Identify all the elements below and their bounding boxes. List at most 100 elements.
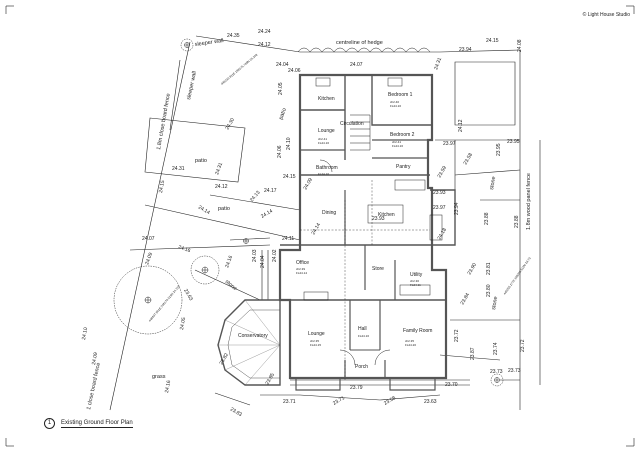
spot-level: 24.11	[282, 236, 294, 242]
stone-mid-label: stone	[491, 296, 499, 310]
tree-coords-2: 448837.901E 248170.519N 24.116	[148, 284, 181, 322]
dashed-circulation-lines	[300, 180, 430, 380]
svg-text:ch2.41: ch2.41	[392, 140, 401, 144]
room-lounge-upper-label: Lounge	[318, 128, 335, 134]
spot-level: 24.12	[458, 119, 464, 132]
close-board-fence-upper-label: 1.8m close board fence	[156, 93, 172, 150]
spot-level: 23.83	[229, 407, 243, 419]
spot-level: 24.35	[227, 33, 240, 39]
fixtures	[303, 77, 443, 366]
spot-level: 23.85	[265, 372, 277, 386]
close-board-fence-lower-label: 1 close board fence	[86, 362, 102, 410]
spot-level: 23.93	[433, 190, 446, 196]
spot-level: 24.24	[258, 29, 271, 35]
spot-level: 23.73	[508, 368, 521, 374]
trees	[113, 38, 504, 387]
sleeper-wall-top-label: sleeper wall	[194, 38, 224, 48]
room-porch-label: Porch	[355, 364, 368, 370]
spot-level: 23.97	[433, 205, 446, 211]
spot-level: 23.63	[424, 399, 437, 405]
tree-coords-3: 446255.177E 198250.512N 23.73	[503, 256, 532, 295]
spot-level: 24.31	[214, 162, 224, 176]
spot-level: 23.94	[454, 202, 460, 215]
drawing-title: Existing Ground Floor Plan	[61, 419, 133, 428]
bay-windows	[261, 250, 436, 391]
room-conservatory-label: Conservatory	[238, 333, 268, 339]
spot-level: 24.03	[252, 249, 258, 262]
sleeper-wall-left-label: sleeper wall	[186, 71, 198, 101]
spot-level: 24.09	[91, 352, 99, 366]
spot-level: 23.88	[484, 212, 490, 225]
copyright-notice: © Light House Studio	[582, 12, 630, 18]
tree-coords-1: 446232.811E 198175.749N 24.108	[220, 53, 258, 86]
spot-level: 24.12	[215, 184, 228, 190]
spot-level: 24.15	[486, 38, 499, 44]
room-office-label: Office	[296, 260, 309, 266]
spot-level: 23.63	[182, 288, 194, 302]
svg-text:FL24.16: FL24.16	[390, 104, 401, 108]
spot-level: 24.16	[224, 255, 234, 269]
spot-level: 23.73	[490, 369, 503, 375]
svg-text:FL24.16: FL24.16	[358, 334, 369, 338]
spot-level: 23.74	[493, 342, 499, 355]
spot-level: 23.59	[437, 165, 449, 179]
spot-level: 23.80	[486, 284, 492, 297]
spot-level: 23.70	[445, 382, 458, 388]
svg-text:ch2.40: ch2.40	[390, 100, 399, 104]
spot-level: 24.31	[172, 166, 185, 172]
spot-level: 24.15	[158, 180, 166, 194]
stone-lower-label: stone	[224, 279, 238, 292]
svg-text:FL24.16: FL24.16	[318, 172, 329, 176]
spot-level: 24.17	[264, 188, 277, 194]
site-labels: sleeper wall sleeper wall centreline of …	[86, 38, 532, 410]
svg-text:FL24.11: FL24.11	[410, 283, 421, 287]
room-utility-label: Utility	[410, 272, 423, 278]
room-family-room-label: Family Room	[403, 328, 432, 334]
svg-text:FL24.16: FL24.16	[318, 141, 329, 145]
spot-level: 24.07	[142, 236, 155, 242]
patio-left-label: patio	[195, 158, 207, 164]
spot-level: 24.02	[272, 249, 278, 262]
wood-panel-fence-label: 1.8m wood panel fence	[526, 173, 532, 230]
spot-level: 23.72	[520, 339, 526, 352]
room-hall-label: Hall	[358, 326, 367, 332]
site-boundary-lines	[109, 35, 541, 411]
spot-level: 24.15	[283, 174, 296, 180]
spot-level: 24.13	[249, 190, 262, 204]
hedge-label: centreline of hedge	[336, 40, 383, 46]
spot-level: 24.06	[277, 145, 283, 158]
room-kitchen-upper-label: Kitchen	[318, 96, 335, 102]
room-pantry-label: Pantry	[396, 164, 411, 170]
spot-level: 24.10	[81, 327, 89, 341]
spot-level: 24.07	[350, 62, 363, 68]
tree-markers	[144, 42, 500, 383]
svg-text:FL24.14: FL24.14	[296, 271, 307, 275]
spot-level: 23.58	[463, 152, 475, 166]
room-store-label: Store	[372, 266, 384, 272]
svg-text:ch2.35: ch2.35	[405, 339, 414, 343]
spot-level: 23.71	[332, 395, 346, 407]
tree-coordinate-labels: 446232.811E 198175.749N 24.108 448837.90…	[148, 53, 532, 323]
spot-level: 23.72	[454, 329, 460, 342]
spot-level: 24.05	[179, 317, 187, 331]
spot-level: 24.14	[260, 208, 274, 220]
spot-level: 24.06	[288, 68, 301, 74]
spot-level: 23.93	[372, 216, 385, 222]
spot-level: 23.71	[283, 399, 296, 405]
spot-level: 23.82	[219, 352, 231, 366]
drawing-number: 1	[44, 418, 55, 429]
svg-text:FL24.15: FL24.15	[310, 343, 321, 347]
spot-level: 23.58	[383, 395, 397, 407]
spot-level: 24.04	[276, 62, 289, 68]
svg-text:ch2.41: ch2.41	[318, 137, 327, 141]
spot-level: 24.18	[437, 227, 449, 241]
spot-level: 24.08	[517, 39, 523, 52]
room-dining-label: Dining	[322, 210, 336, 216]
room-bedroom1-label: Bedroom 1	[388, 92, 413, 98]
spot-level: 24.16	[164, 380, 172, 394]
room-kitchen-label: Kitchen	[378, 212, 395, 218]
sheet-corner-marks	[5, 5, 635, 447]
svg-text:FL24.16: FL24.16	[392, 144, 403, 148]
spot-level: 24.09	[144, 252, 154, 266]
spot-level: 23.90	[467, 262, 479, 276]
